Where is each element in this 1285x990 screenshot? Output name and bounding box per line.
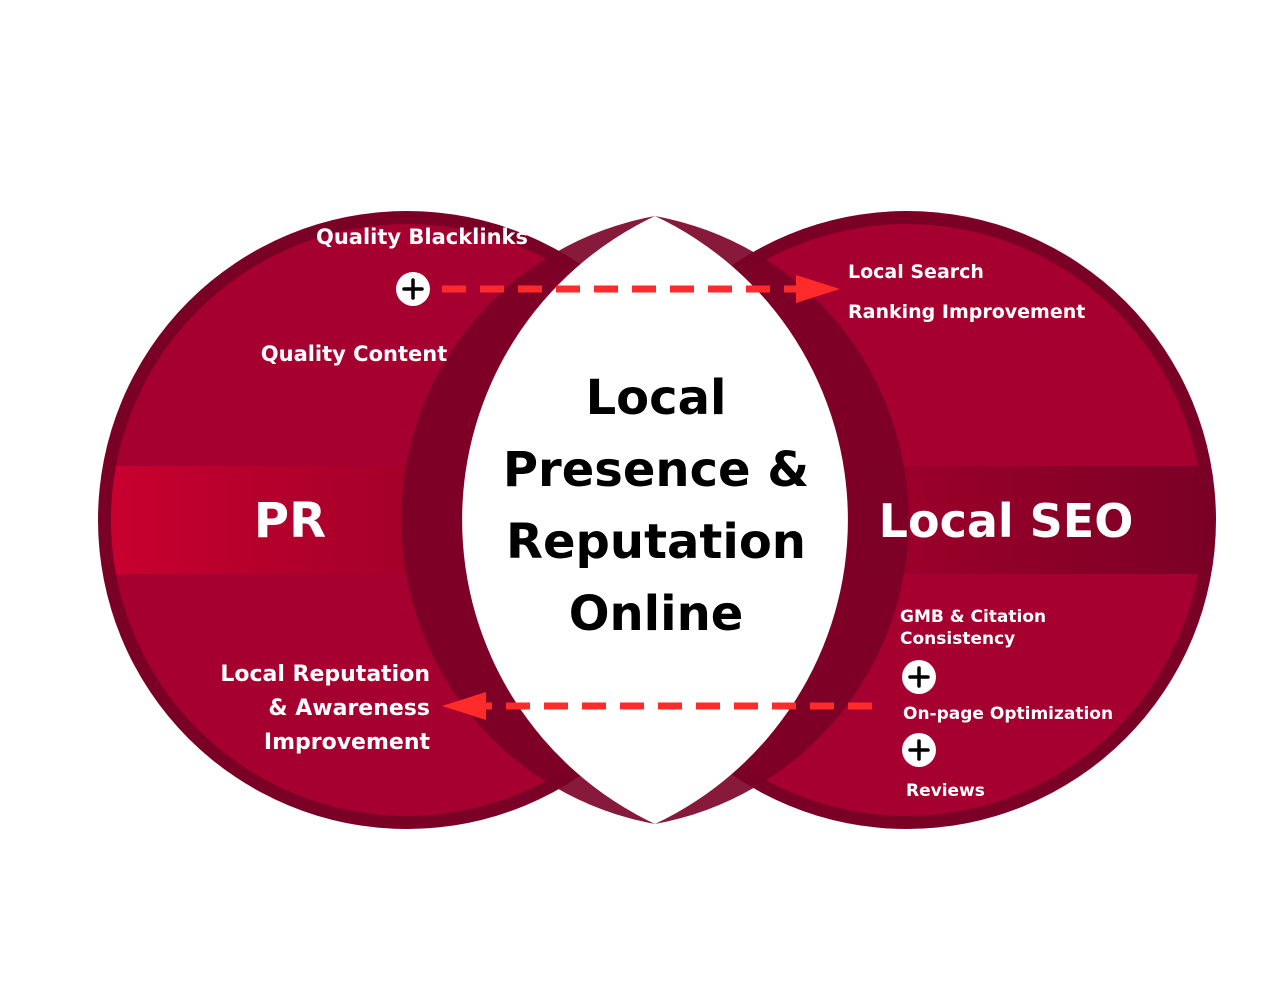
reviews-label: Reviews	[906, 781, 985, 801]
center-line-2: Presence &	[503, 442, 809, 498]
local-search-label: Local Search	[848, 261, 984, 283]
dashed-arrow-right	[442, 275, 840, 303]
plus-icon	[902, 733, 936, 767]
quality-content-label: Quality Content	[261, 342, 447, 366]
ranking-improvement-label: Ranking Improvement	[848, 301, 1085, 323]
local-reputation-line-2: & Awareness	[268, 696, 430, 721]
center-line-3: Reputation	[506, 514, 806, 570]
quality-backlinks-label: Quality Blacklinks	[316, 225, 528, 249]
local-seo-title: Local SEO	[879, 494, 1134, 548]
pr-title: PR	[254, 493, 326, 549]
dashed-arrow-left	[442, 692, 872, 720]
gmb-citation-label-1: GMB & Citation	[900, 607, 1046, 627]
onpage-optimization-label: On-page Optimization	[903, 704, 1113, 724]
local-reputation-line-3: Improvement	[264, 730, 431, 755]
center-line-1: Local	[586, 370, 727, 426]
center-title: Local Presence & Reputation Online	[503, 370, 809, 642]
local-reputation-label: Local Reputation & Awareness Improvement	[220, 662, 430, 755]
plus-icon	[902, 660, 936, 694]
gmb-citation-label-2: Consistency	[900, 629, 1015, 649]
center-line-4: Online	[569, 586, 744, 642]
local-reputation-line-1: Local Reputation	[220, 662, 430, 687]
plus-icon	[396, 272, 430, 306]
intersection-lens-inner	[462, 216, 848, 824]
